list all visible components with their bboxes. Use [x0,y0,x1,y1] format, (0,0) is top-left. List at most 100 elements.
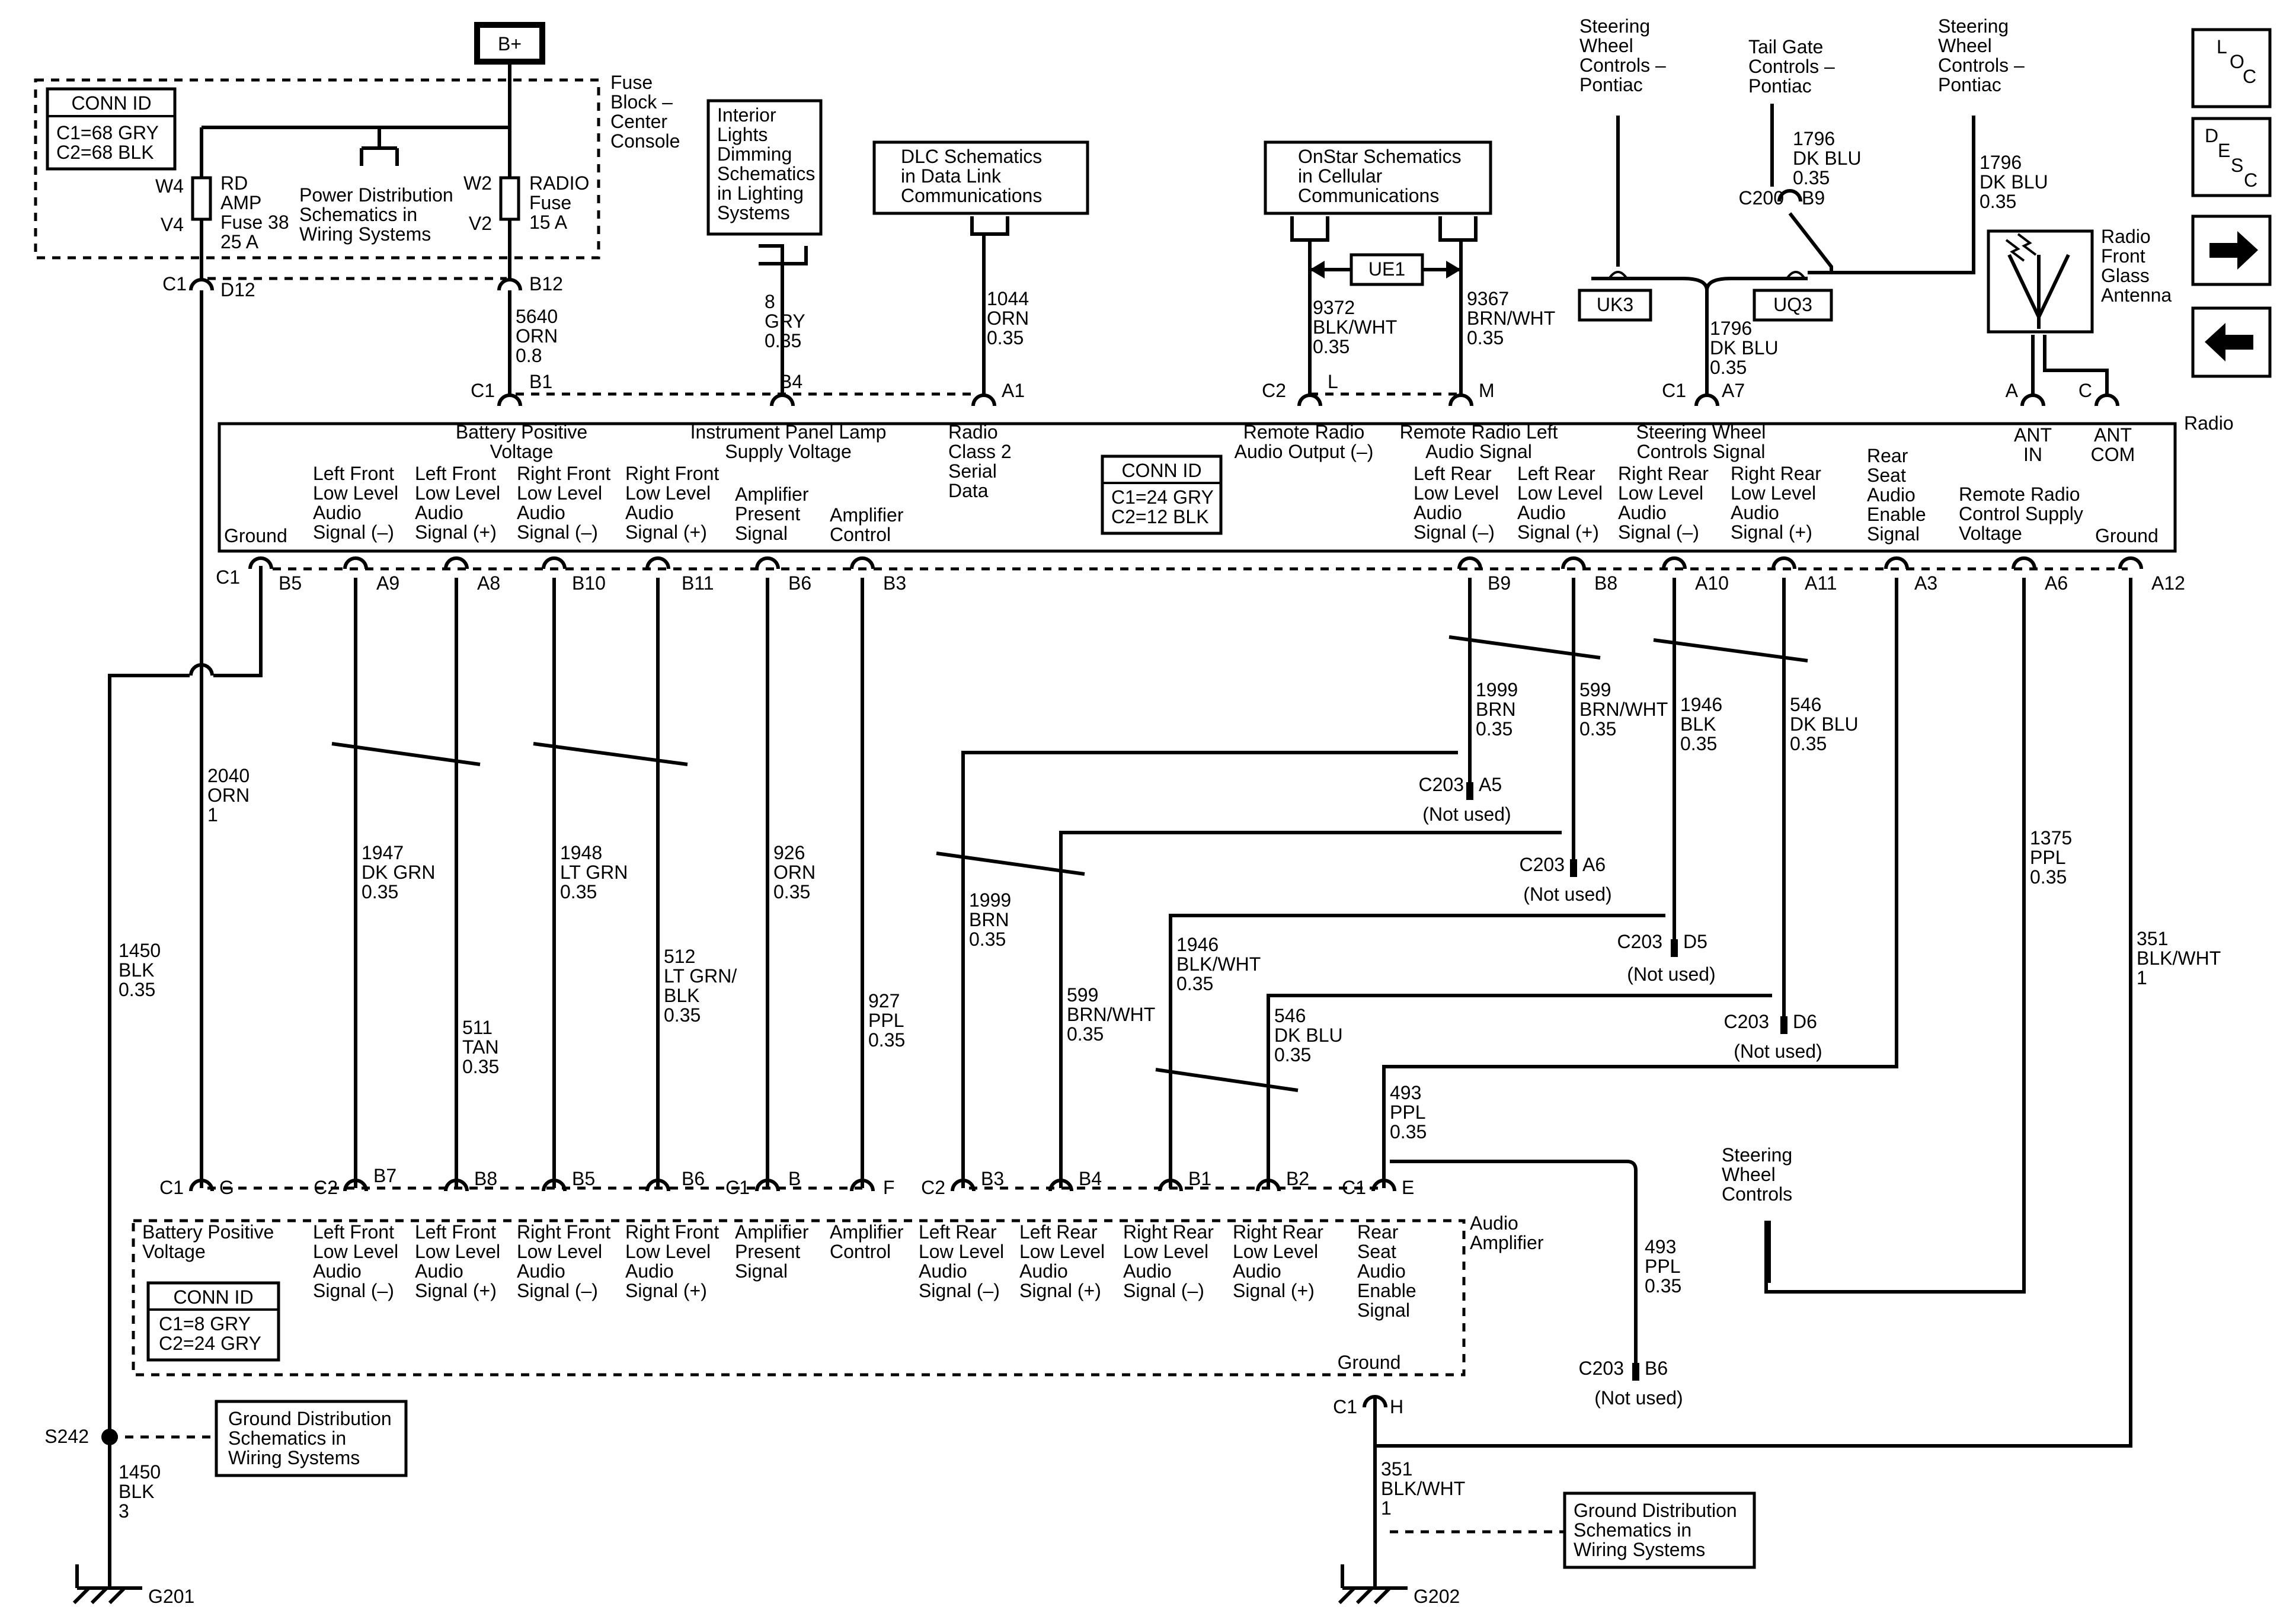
pin-b9: B9 [1802,187,1825,209]
pin-c1-radio-bottom: C1 [216,566,240,588]
connector-pin-mark [971,393,996,406]
pin-amp-b6: B6 [682,1168,705,1189]
audio-amplifier-module [132,1219,1466,1377]
pin-amp-b4: B4 [1079,1168,1102,1189]
pin-l: L [1328,371,1338,392]
pin-c203-a6: C203 [1520,854,1565,875]
c203-terminal [1632,1363,1639,1381]
connector-pin-mark [248,556,273,569]
c203-terminal [1671,939,1678,957]
connector-pin-mark [850,1179,875,1192]
connector-pin-mark [755,556,780,569]
fuse-conn-id-title: CONN ID [71,92,151,114]
dlc-ref-box [872,140,1089,215]
pin-c203-b6-id: B6 [1645,1358,1668,1379]
pin-c2-amp-b3: C2 [921,1177,945,1198]
pin-d12: D12 [220,279,255,300]
pin-c1-fuse: C1 [162,273,187,295]
ground-g202-label: G202 [1414,1586,1460,1607]
connector-pin-mark [755,1179,780,1192]
pin-amp-b1: B1 [1188,1168,1211,1189]
next-page-button[interactable] [2191,215,2272,286]
pin-amp-f: F [883,1177,895,1198]
rd-amp-fuse-icon [191,176,212,221]
pin-a: A [2006,380,2019,401]
pin-b1: B1 [529,371,552,392]
amp-conn-id-title: CONN ID [173,1286,253,1308]
radio-module [218,422,2177,553]
wires [108,62,2132,1588]
connector-pin-mark [2094,393,2119,406]
pin-c203-b6: C203 [1579,1358,1625,1379]
fuse-conn-id-box [46,87,177,171]
description-button[interactable] [2191,117,2272,197]
connector-pin-mark [444,556,469,569]
ground-g201-symbol [72,1564,142,1605]
rd-amp-pin-w4: W4 [155,175,184,197]
radio-name: Radio [2184,412,2234,434]
pin-amp-b8: B8 [474,1168,497,1189]
fuse-block [34,78,600,260]
not-used-b6: (Not used) [1594,1387,1683,1409]
connector-pin-mark [497,393,522,406]
pin-c200: C200 [1739,187,1785,209]
pin-amp-h: H [1390,1396,1403,1417]
pin-c1-amp-b: C1 [725,1177,750,1198]
connector-pin-mark [645,1179,670,1192]
radio-fn-ground-left: Ground [224,525,287,546]
connector-pin-mark [2118,556,2143,569]
arrow-left-icon [2205,323,2253,361]
pin-radio-b9: B9 [1488,572,1511,594]
pin-b7: B7 [373,1165,396,1186]
pin-g: G [219,1177,234,1198]
connector-pin-mark [189,278,214,291]
previous-page-button[interactable] [2191,306,2272,378]
uk3-box [1578,289,1652,322]
location-button[interactable] [2191,28,2272,108]
pin-a5: A5 [1479,774,1502,795]
connector-pin-mark [1297,393,1322,406]
connector-pin-mark [1884,556,1909,569]
c203-terminal [1570,859,1577,877]
pin-c203-d5: C203 [1617,931,1663,952]
